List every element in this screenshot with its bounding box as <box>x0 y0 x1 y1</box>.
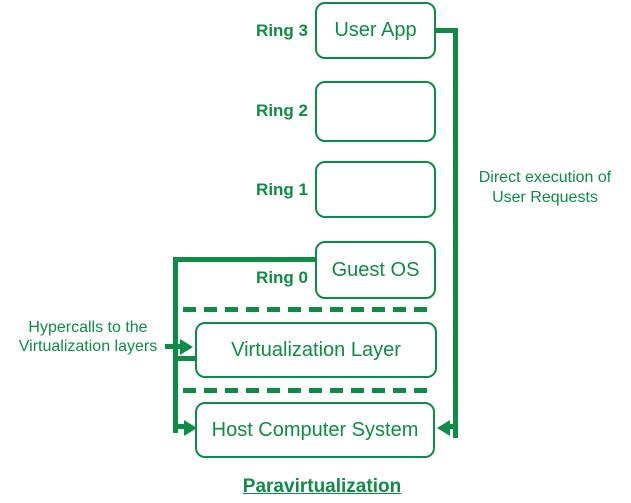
virtualization-layer-label: Virtualization Layer <box>231 338 401 361</box>
guest-os-box-label: Guest OS <box>331 258 420 281</box>
ring1-label: Ring 1 <box>256 180 308 199</box>
ring1-box <box>315 161 436 218</box>
guest-os-connector-line <box>173 257 316 262</box>
host-computer-system-box: Host Computer System <box>195 402 435 458</box>
user-app-connector-line <box>436 28 458 33</box>
hypercalls-label: Hypercalls to the Virtualization layers <box>18 319 158 355</box>
virtualization-layer-box: Virtualization Layer <box>195 322 437 378</box>
host-right-arrow-shaft <box>448 424 458 429</box>
hypercalls-arrowhead-icon <box>180 339 193 355</box>
diagram-title: Paravirtualization <box>242 476 402 497</box>
host-right-arrowhead-icon <box>437 420 450 436</box>
right-flow-line <box>453 28 458 438</box>
user-app-box: User App <box>315 2 436 59</box>
host-left-arrowhead-icon <box>184 420 197 436</box>
host-computer-system-label: Host Computer System <box>211 418 419 441</box>
direct-execution-label: Direct execution of User Requests <box>478 169 612 206</box>
user-app-box-label: User App <box>334 19 417 41</box>
virtualization-entry-line <box>173 356 198 361</box>
host-left-arrow-shaft <box>173 424 186 429</box>
hypercalls-arrow-shaft <box>165 344 182 349</box>
ring2-box <box>315 81 436 142</box>
ring2-label: Ring 2 <box>256 101 308 120</box>
ring0-label: Ring 0 <box>256 268 308 287</box>
dashed-divider-top <box>183 307 430 312</box>
dashed-divider-bottom <box>183 388 430 393</box>
guest-os-box: Guest OS <box>315 241 436 299</box>
ring3-label: Ring 3 <box>256 21 308 40</box>
